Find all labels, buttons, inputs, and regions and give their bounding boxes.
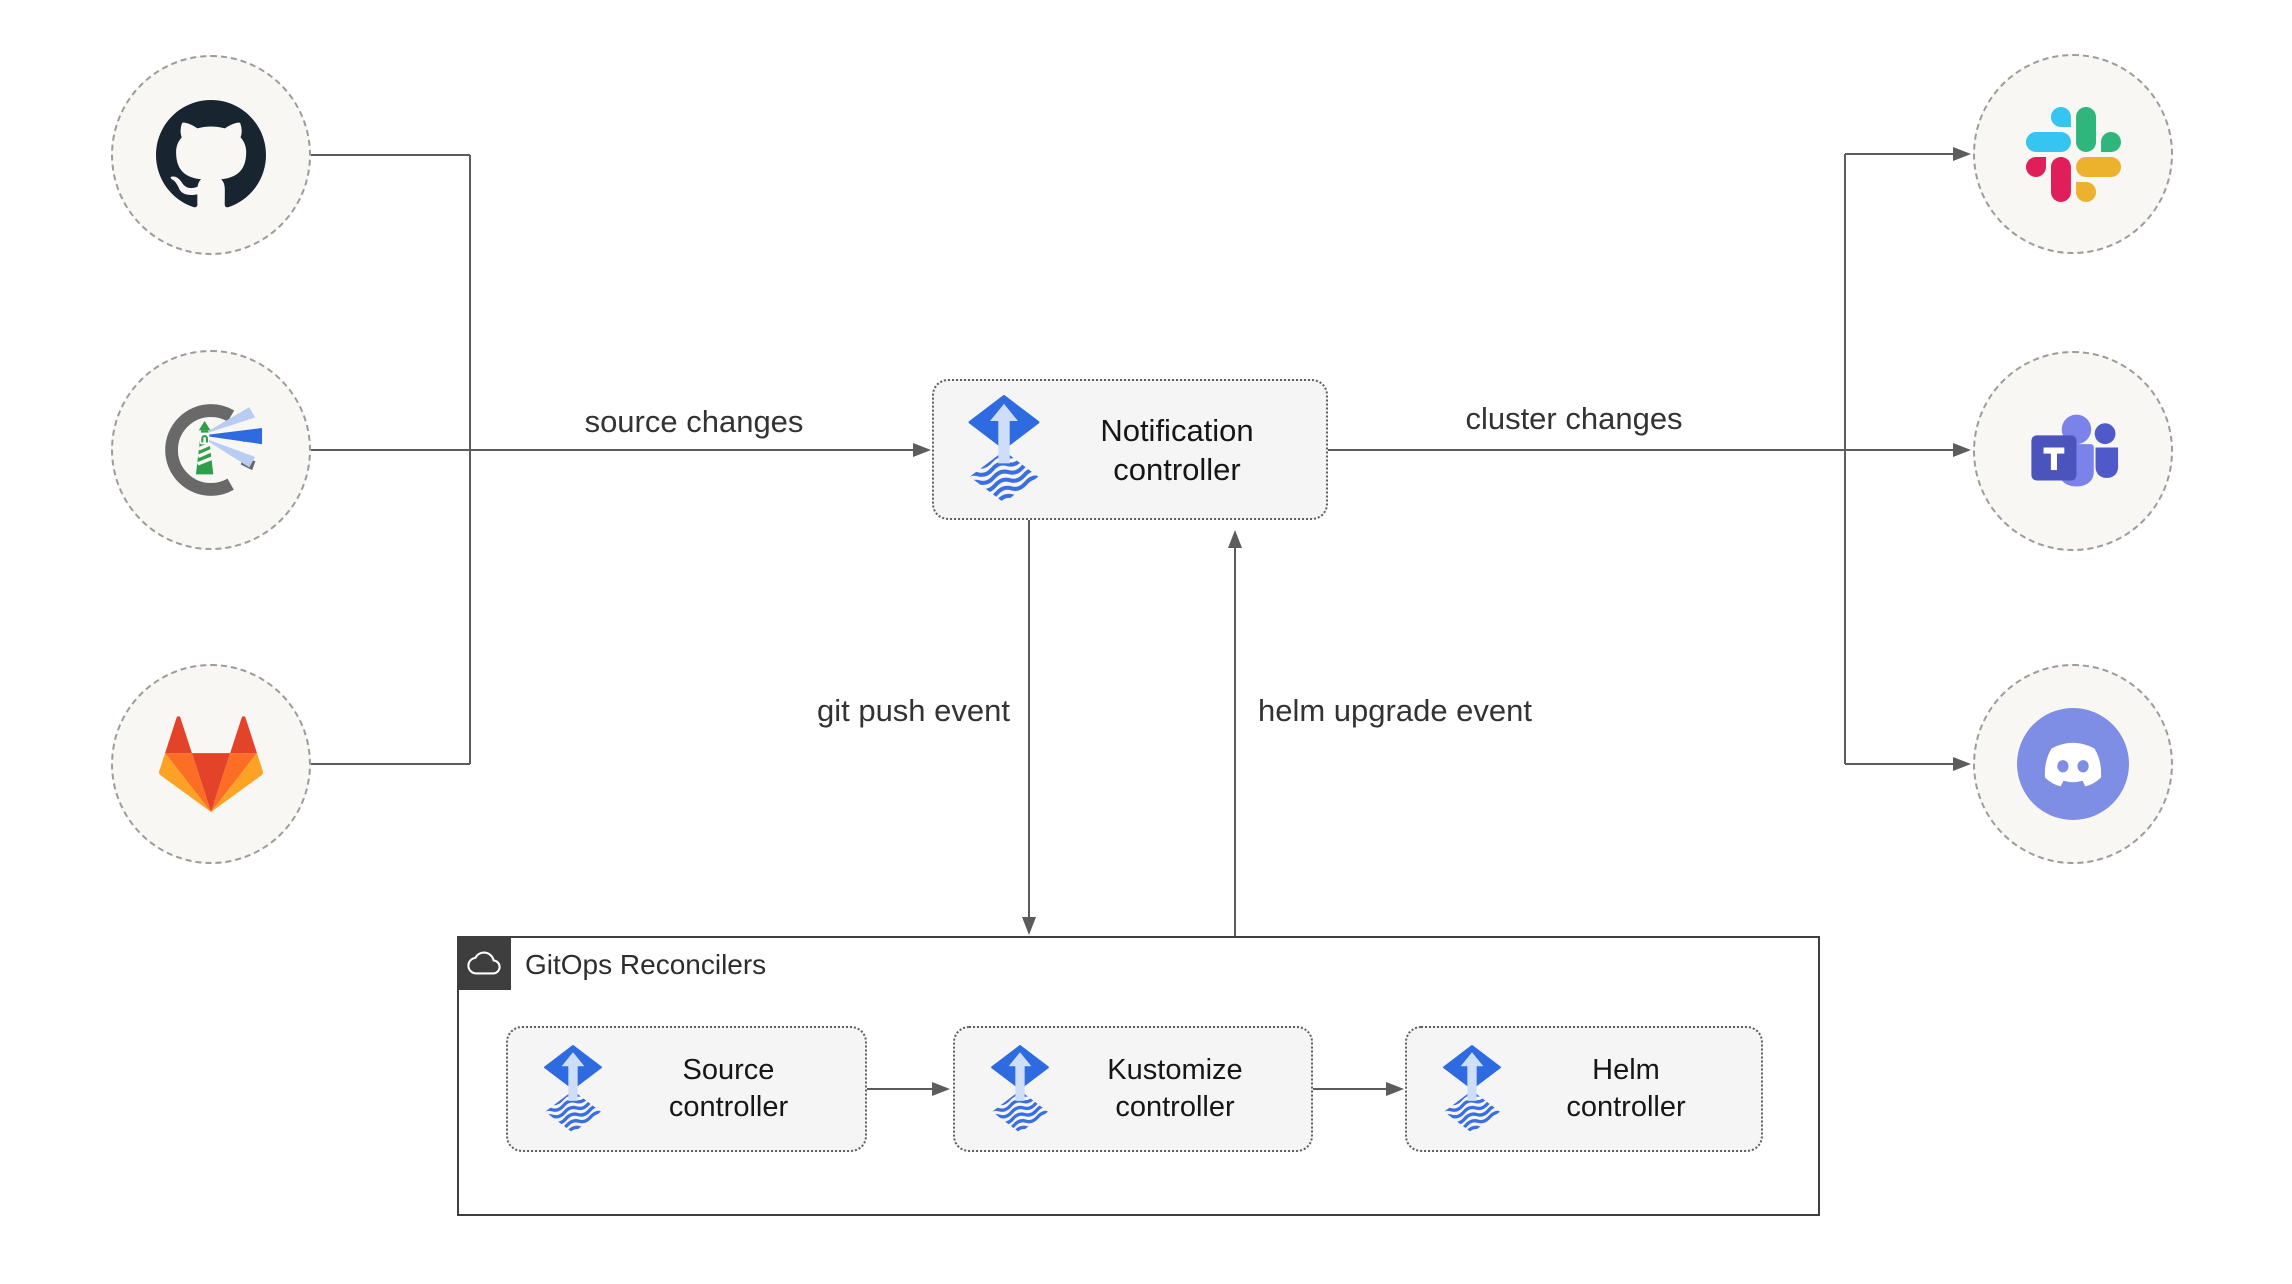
cloud-icon [467,951,501,975]
node-harbor[interactable] [111,350,311,550]
edge-label-git-push-event: git push event [816,693,1010,728]
kustomize-controller-label: Kustomize controller [1107,1054,1243,1123]
gitlab-icon [159,716,263,812]
helm-controller-label: Helm controller [1566,1054,1686,1123]
node-discord[interactable] [1973,664,2173,864]
source-controller-box[interactable]: Source controller [506,1026,867,1152]
node-github[interactable] [111,55,311,255]
helm-controller-box[interactable]: Helm controller [1405,1026,1763,1152]
edge-label-source-changes: source changes [584,404,804,439]
flux-icon [1441,1045,1503,1134]
node-slack[interactable] [1973,54,2173,254]
discord-icon [2017,708,2129,820]
cloud-badge [457,936,511,990]
notification-controller-label: Notification controller [1100,412,1254,487]
slack-icon [2025,106,2121,202]
flux-icon [542,1045,604,1134]
notification-controller-box[interactable]: Notification controller [932,379,1328,520]
node-gitlab[interactable] [111,664,311,864]
node-teams[interactable] [1973,351,2173,551]
edge-label-helm-upgrade-event: helm upgrade event [1258,693,1533,728]
teams-icon [2031,414,2119,487]
gitops-reconcilers-group[interactable]: GitOps Reconcilers [457,936,1820,1216]
kustomize-controller-box[interactable]: Kustomize controller [953,1026,1313,1152]
group-title: GitOps Reconcilers [525,949,767,980]
edge-label-cluster-changes: cluster changes [1465,401,1683,436]
flux-icon [989,1045,1051,1134]
flux-icon [966,395,1042,504]
source-controller-label: Source controller [668,1054,789,1123]
github-icon [156,100,266,208]
harbor-icon [165,404,263,496]
